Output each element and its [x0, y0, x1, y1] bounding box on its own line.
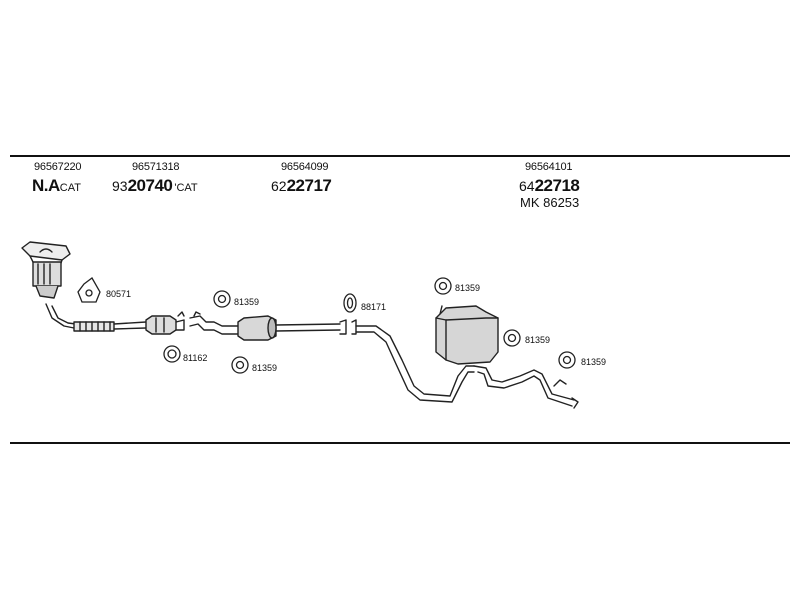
- part-code-2: 9320740'CAT: [112, 176, 198, 195]
- fitting-label-81359-c: 81359: [455, 283, 481, 293]
- hex-clamp-icon: [558, 351, 576, 369]
- part-number-2: 96571318: [132, 161, 180, 173]
- hex-clamp-icon: [434, 277, 452, 295]
- fitting-label-80571: 80571: [106, 289, 132, 299]
- part-number-3: 96564099: [281, 161, 329, 173]
- rear-pipe: [351, 319, 475, 403]
- front-pipe: [45, 303, 147, 332]
- hex-clamp-icon: [503, 329, 521, 347]
- fitting-label-81359-e: 81359: [581, 357, 607, 367]
- o-ring-icon: [343, 293, 357, 313]
- fitting-label-88171: 88171: [361, 302, 387, 312]
- part-code-4: 6422718: [519, 176, 580, 195]
- fitting-label-81359-b: 81359: [252, 363, 278, 373]
- mk-number: MK 86253: [520, 195, 580, 210]
- part-code-3: 6222717: [271, 176, 332, 195]
- fitting-label-81162: 81162: [183, 353, 208, 363]
- tailpipe: [473, 365, 579, 409]
- o-ring-icon: [163, 345, 181, 363]
- part-number-4: 96564101: [525, 161, 573, 173]
- rear-silencer: [435, 305, 499, 365]
- fitting-label-81359-d: 81359: [525, 335, 551, 345]
- hex-clamp-icon: [213, 290, 231, 308]
- part-number-1: 96567220: [34, 161, 82, 173]
- catalytic-converter: [145, 311, 185, 335]
- intermediate-pipe: [189, 311, 347, 341]
- top-divider: [10, 155, 790, 157]
- bottom-divider: [10, 442, 790, 444]
- triangle-gasket-icon: [77, 277, 101, 303]
- part-code-1: N.ACAT: [32, 176, 81, 195]
- hex-clamp-icon: [231, 356, 249, 374]
- fitting-label-81359-a: 81359: [234, 297, 260, 307]
- front-catalytic-converter: [21, 241, 71, 299]
